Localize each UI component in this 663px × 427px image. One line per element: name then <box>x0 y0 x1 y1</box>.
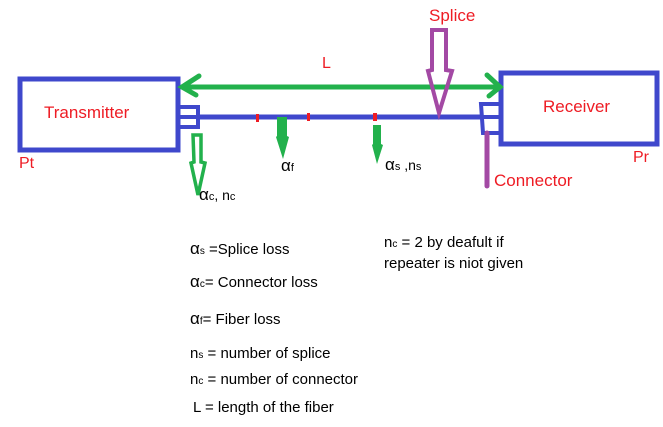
transmitter-box <box>17 76 181 153</box>
legend-item-number-of-connector: nc = number of connector <box>190 371 359 388</box>
connector-label: Connector <box>494 171 573 190</box>
fiber-loss-arrow <box>276 117 289 159</box>
legend-item-connector-loss: αc= Connector loss <box>190 272 318 291</box>
connector-loss-label: αc, nc <box>199 185 236 204</box>
legend-item-splice-loss: αs =Splice loss <box>190 239 290 258</box>
splice-pointer-arrow <box>425 28 455 121</box>
splice-label: Splice <box>429 6 476 25</box>
legend-item-length: L = length of the fiber <box>193 399 334 416</box>
transmitter-label: Transmitter <box>44 103 130 122</box>
transmitter-connector <box>178 105 200 129</box>
receiver-box <box>498 70 660 147</box>
transmitter-power-label: Pt <box>19 155 35 172</box>
connector-loss-arrow <box>188 133 208 196</box>
legend-item-fiber-loss: αf= Fiber loss <box>190 309 281 328</box>
note-line-1: nc = 2 by deafult if <box>384 234 504 251</box>
length-arrow <box>177 72 504 99</box>
fiber-loss-label: αf <box>281 156 294 175</box>
splice-loss-arrow <box>372 125 383 164</box>
splice-marks <box>256 113 377 122</box>
splice-loss-label: αs ,ns <box>385 155 422 174</box>
splice-mark <box>256 114 259 122</box>
legend-item-number-of-splice: ns = number of splice <box>190 345 331 362</box>
splice-mark <box>307 113 310 121</box>
length-label: L <box>322 55 331 72</box>
receiver-power-label: Pr <box>633 149 649 166</box>
note-line-2: repeater is niot given <box>384 255 524 272</box>
splice-mark <box>373 113 377 121</box>
receiver-label: Receiver <box>543 97 611 116</box>
